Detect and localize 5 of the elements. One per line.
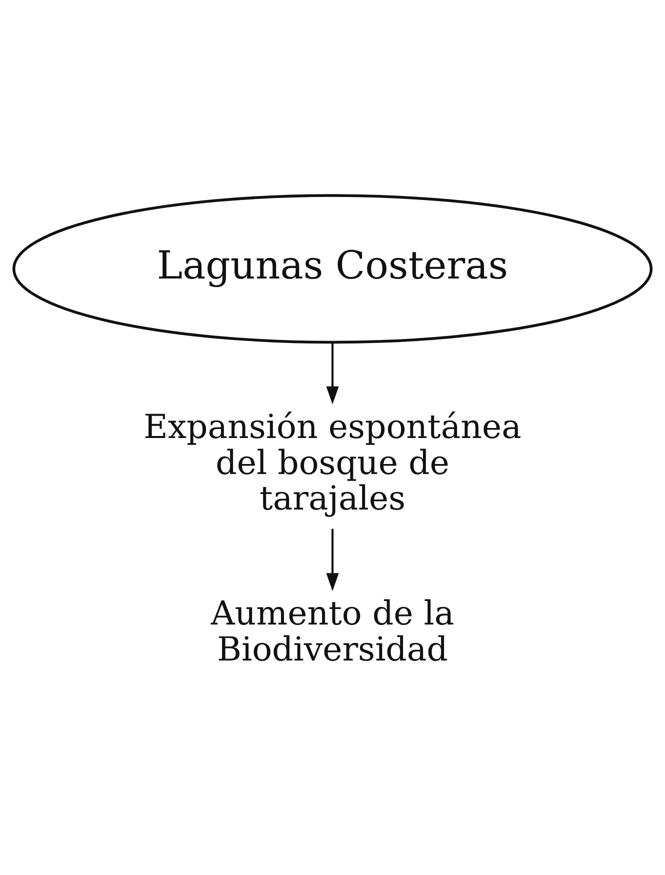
node-ellipse: Lagunas Costeras <box>12 194 653 344</box>
node-text: Aumento de la Biodiversidad <box>210 593 454 668</box>
arrow <box>326 342 339 404</box>
node-text: Expansión espontánea del bosque de tarajales <box>144 406 522 518</box>
arrow <box>326 528 339 592</box>
